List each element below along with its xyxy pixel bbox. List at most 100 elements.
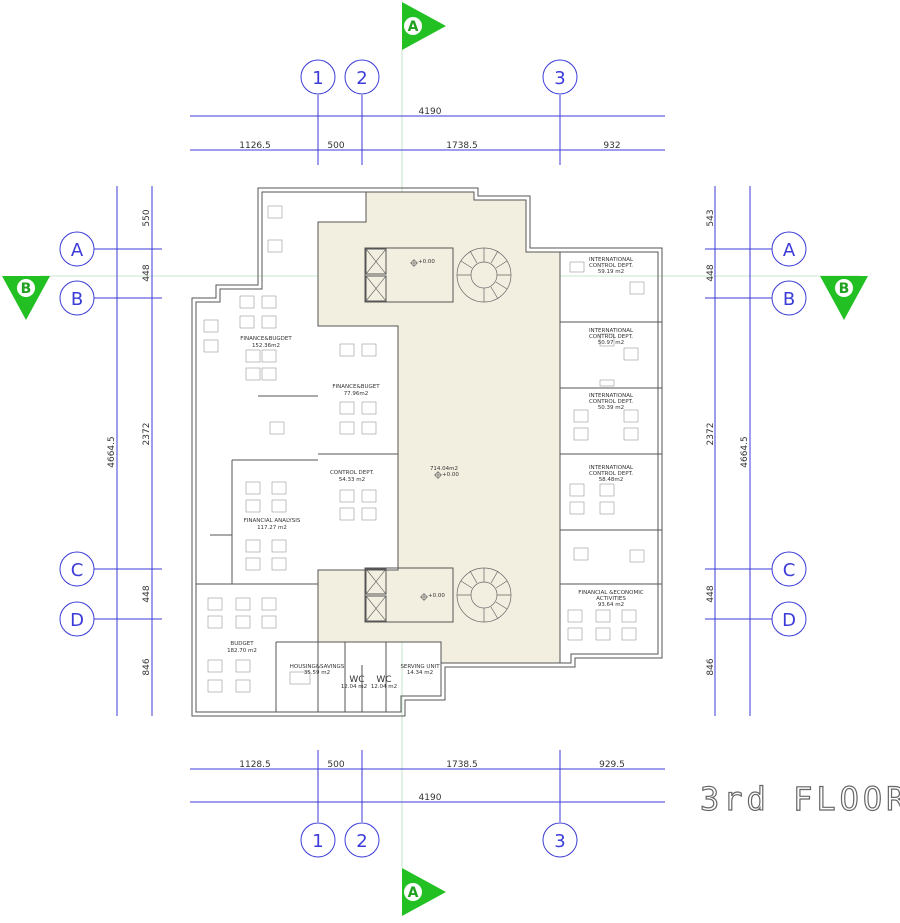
grid-bubble-2-bottom bbox=[344, 822, 380, 858]
room-intl-1-line2: CONTROL DEPT. bbox=[589, 263, 633, 269]
right-seg-3: 2372 bbox=[706, 423, 716, 446]
room-intl-2-area: 50.97 m2 bbox=[598, 340, 624, 346]
left-seg-1: 550 bbox=[142, 209, 152, 226]
office-furniture bbox=[203, 205, 645, 693]
section-label-b-right: B bbox=[839, 281, 850, 297]
grid-label-b-left: B bbox=[71, 289, 83, 310]
right-total-dim: 4664.5 bbox=[740, 436, 750, 468]
room-budget-area: 182.70 m2 bbox=[227, 648, 257, 654]
left-wing-walls bbox=[196, 222, 441, 712]
grid-label-1-bottom: 1 bbox=[312, 831, 323, 852]
grid-label-c-left: C bbox=[71, 560, 84, 581]
room-labels: FINANCE&BUGDET 152.36m2 FINANCIAL ANALYS… bbox=[227, 257, 644, 690]
grid-label-3-top: 3 bbox=[554, 68, 565, 89]
bottom-seg-3: 1738.5 bbox=[446, 760, 478, 770]
drawing-title: 3rd FLOOR bbox=[700, 780, 900, 818]
room-fin-econ-area: 93.64 m2 bbox=[598, 602, 624, 608]
level-markers: +0.00 +0.00 +0.00 bbox=[410, 259, 459, 601]
room-budget-name: BUDGET bbox=[230, 641, 254, 647]
left-dimensions: 4664.5 550 448 2372 448 846 bbox=[90, 186, 162, 716]
bottom-seg-2: 500 bbox=[327, 760, 344, 770]
room-intl-2-line1: INTERNATIONAL bbox=[589, 328, 634, 334]
top-seg-3: 1738.5 bbox=[446, 141, 478, 151]
grid-bubble-3-top bbox=[542, 59, 578, 95]
right-dimensions: 543 448 2372 448 846 4664.5 bbox=[705, 186, 775, 716]
room-wc-2-area: 12.04 m2 bbox=[371, 684, 397, 690]
grid-bubble-b-right bbox=[771, 280, 807, 316]
row-bubbles: A B C D A B C D bbox=[59, 231, 807, 637]
grid-label-a-right: A bbox=[783, 240, 796, 261]
room-intl-3-line2: CONTROL DEPT. bbox=[589, 399, 633, 405]
section-marker-b-left: B bbox=[2, 276, 50, 320]
grid-bubble-d-left bbox=[59, 601, 95, 637]
room-intl-3-line1: INTERNATIONAL bbox=[589, 393, 634, 399]
grid-label-a-left: A bbox=[71, 240, 84, 261]
grid-label-2-top: 2 bbox=[356, 68, 367, 89]
room-finance-budget-left-area: 152.36m2 bbox=[252, 343, 280, 349]
room-housing-area: 35.59 m2 bbox=[304, 670, 330, 676]
room-financial-analysis-name: FINANCIAL ANALYSIS bbox=[244, 518, 301, 524]
room-serving-name: SERVING UNIT bbox=[400, 664, 440, 670]
grid-label-3-bottom: 3 bbox=[554, 831, 565, 852]
room-core-area: 714.04m2 bbox=[430, 466, 458, 472]
top-seg-4: 932 bbox=[603, 141, 620, 151]
top-dimensions: 4190 1126.5 500 1738.5 932 bbox=[190, 107, 665, 151]
room-intl-3-area: 50.39 m2 bbox=[598, 405, 624, 411]
room-finance-budget-left-name: FINANCE&BUGDET bbox=[240, 336, 292, 342]
room-intl-1-area: 59.19 m2 bbox=[598, 269, 624, 275]
elevator-bottom bbox=[364, 567, 512, 623]
bottom-total-dim: 4190 bbox=[419, 793, 442, 803]
bottom-seg-4: 929.5 bbox=[599, 760, 625, 770]
grid-bubble-a-left bbox=[59, 231, 95, 267]
room-intl-2-line2: CONTROL DEPT. bbox=[589, 334, 633, 340]
grid-bubble-2-top bbox=[344, 59, 380, 95]
grid-bubble-3-bottom bbox=[542, 822, 578, 858]
grid-label-b-right: B bbox=[783, 289, 795, 310]
section-marker-a-bottom: A bbox=[402, 868, 446, 916]
column-bubbles: 1 2 3 1 2 3 bbox=[300, 59, 578, 858]
left-seg-4: 448 bbox=[142, 585, 152, 602]
grid-label-d-right: D bbox=[782, 610, 796, 631]
top-seg-1: 1126.5 bbox=[239, 141, 271, 151]
section-label-a-bottom: A bbox=[408, 885, 419, 901]
grid-bubble-b-left bbox=[59, 280, 95, 316]
grid-label-c-right: C bbox=[783, 560, 796, 581]
room-intl-4-line2: CONTROL DEPT. bbox=[589, 471, 633, 477]
room-serving-area: 14.34 m2 bbox=[407, 670, 433, 676]
level-mark-top: +0.00 bbox=[418, 259, 435, 265]
grid-bubble-a-right bbox=[771, 231, 807, 267]
grid-label-1-top: 1 bbox=[312, 68, 323, 89]
room-intl-4-line1: INTERNATIONAL bbox=[589, 465, 634, 471]
top-total-dim: 4190 bbox=[419, 107, 442, 117]
right-seg-2: 448 bbox=[706, 264, 716, 281]
grid-bubble-1-bottom bbox=[300, 822, 336, 858]
grid-bubble-c-left bbox=[59, 551, 95, 587]
section-label-b-left: B bbox=[21, 281, 32, 297]
right-wing-walls bbox=[559, 252, 662, 663]
elevator-top bbox=[364, 247, 512, 303]
level-mark-center: +0.00 bbox=[442, 472, 459, 478]
room-wc-2-name: WC bbox=[376, 675, 391, 685]
grid-bubble-1-top bbox=[300, 59, 336, 95]
top-seg-2: 500 bbox=[327, 141, 344, 151]
room-intl-4-area: 58.48m2 bbox=[599, 477, 624, 483]
room-wc-1-area: 12.04 m2 bbox=[341, 684, 367, 690]
section-label-a-top: A bbox=[408, 19, 419, 35]
right-seg-4: 448 bbox=[706, 585, 716, 602]
level-mark-bottom: +0.00 bbox=[428, 593, 445, 599]
grid-label-d-left: D bbox=[70, 610, 84, 631]
column-grid bbox=[317, 95, 561, 822]
left-total-dim: 4664.5 bbox=[107, 436, 117, 468]
left-seg-3: 2372 bbox=[142, 423, 152, 446]
room-housing-name: HOUSING&SAVINGS bbox=[290, 664, 345, 670]
room-control-dept-area: 54.33 m2 bbox=[339, 477, 365, 483]
room-finance-budget-center-area: 77.96m2 bbox=[344, 391, 369, 397]
grid-label-2-bottom: 2 bbox=[356, 831, 367, 852]
room-fin-econ-line1: FINANCIAL &ECONOMIC bbox=[578, 590, 644, 596]
section-marker-a-top: A bbox=[402, 2, 446, 50]
room-finance-budget-center-name: FINANCE&BUGET bbox=[332, 384, 380, 390]
grid-bubble-d-right bbox=[771, 601, 807, 637]
bottom-seg-1: 1128.5 bbox=[239, 760, 271, 770]
building-perimeter bbox=[191, 187, 663, 717]
right-seg-5: 846 bbox=[706, 658, 716, 675]
